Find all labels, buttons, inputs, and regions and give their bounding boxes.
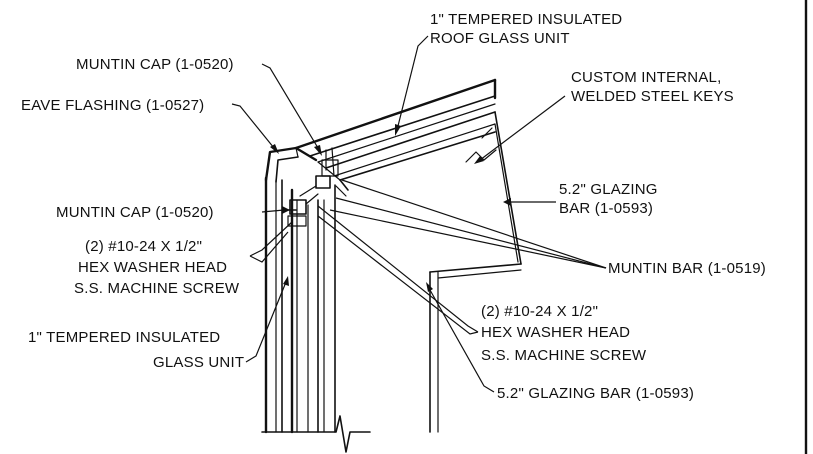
- label-muntin-cap-top: MUNTIN CAP (1-0520): [76, 56, 234, 73]
- label-roof-glass-line2: ROOF GLASS UNIT: [430, 30, 570, 47]
- roof-glass-and-bars: [294, 78, 522, 265]
- label-glazing-bar-right-line2: BAR (1-0593): [559, 200, 653, 217]
- label-screw-left-line2: HEX WASHER HEAD: [78, 259, 227, 276]
- label-muntin-bar: MUNTIN BAR (1-0519): [608, 260, 766, 277]
- right-glazing-bar: [429, 263, 522, 433]
- label-eave-flashing: EAVE FLASHING (1-0527): [21, 97, 204, 114]
- label-muntin-cap-left: MUNTIN CAP (1-0520): [56, 204, 214, 221]
- label-screw-right-line1: (2) #10-24 X 1/2": [481, 303, 598, 320]
- label-screw-right-line2: HEX WASHER HEAD: [481, 324, 630, 341]
- annotation-labels: 1" TEMPERED INSULATED ROOF GLASS UNIT MU…: [21, 11, 766, 402]
- label-custom-keys-line1: CUSTOM INTERNAL,: [571, 69, 721, 86]
- label-screw-right-line3: S.S. MACHINE SCREW: [481, 347, 647, 364]
- label-glazing-bar-right-line1: 5.2" GLAZING: [559, 181, 658, 198]
- label-screw-left-line1: (2) #10-24 X 1/2": [85, 238, 202, 255]
- eave-flashing-shape: [264, 146, 318, 183]
- label-screw-left-line3: S.S. MACHINE SCREW: [74, 280, 240, 297]
- vertical-glazing-frame: [264, 176, 336, 434]
- label-custom-keys-line2: WELDED STEEL KEYS: [571, 88, 734, 105]
- label-roof-glass-line1: 1" TEMPERED INSULATED: [430, 11, 622, 28]
- bottom-break-line: [261, 415, 371, 453]
- label-glass-unit-line1: 1" TEMPERED INSULATED: [28, 329, 220, 346]
- label-glazing-bar-bottom: 5.2" GLAZING BAR (1-0593): [497, 385, 694, 402]
- leader-lines: [231, 35, 607, 393]
- label-glass-unit-line2: GLASS UNIT: [153, 354, 244, 371]
